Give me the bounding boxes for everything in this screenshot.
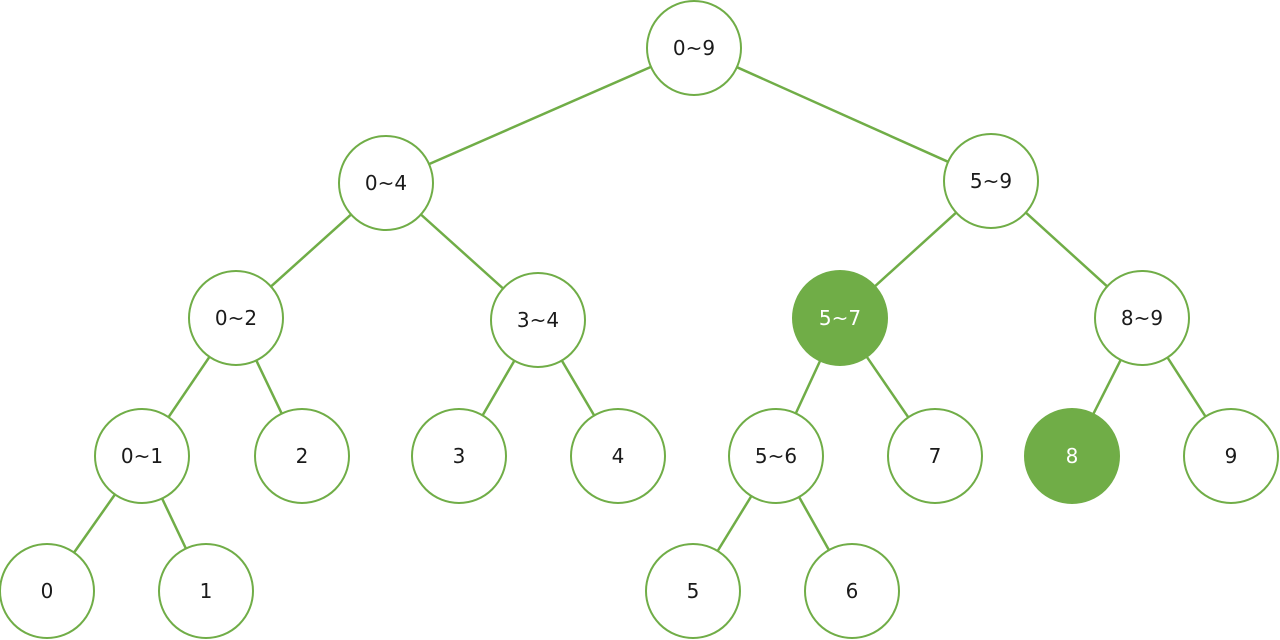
edge-0-2-to-2	[255, 359, 283, 415]
edge-3-4-to-4	[560, 359, 596, 417]
tree-node-5: 5	[645, 543, 741, 639]
node-circle	[887, 408, 983, 504]
node-label: 0~2	[215, 306, 257, 330]
node-label: 2	[296, 444, 309, 468]
node-circle	[792, 270, 888, 366]
tree-node-9: 9	[1183, 408, 1279, 504]
tree-node-8-9: 8~9	[1094, 270, 1190, 366]
tree-node-0-9: 0~9	[646, 0, 742, 96]
tree-node-7: 7	[887, 408, 983, 504]
node-circle	[158, 543, 254, 639]
node-circle	[943, 133, 1039, 229]
edge-5-6-to-6	[798, 496, 830, 551]
edge-0-9-to-5-9	[736, 66, 949, 163]
edge-0-9-to-0-4	[428, 65, 652, 166]
tree-node-0-4: 0~4	[338, 135, 434, 231]
node-label: 1	[200, 579, 213, 603]
edge-0-4-to-3-4	[420, 213, 504, 290]
node-label: 3	[453, 444, 466, 468]
tree-node-4: 4	[570, 408, 666, 504]
node-circle	[1024, 408, 1120, 504]
tree-node-1: 1	[158, 543, 254, 639]
tree-node-3-4: 3~4	[490, 272, 586, 368]
node-circle	[1094, 270, 1190, 366]
edge-5-7-to-7	[865, 355, 910, 419]
tree-node-0: 0	[0, 543, 95, 639]
node-circle	[490, 272, 586, 368]
node-label: 6	[846, 579, 859, 603]
tree-node-6: 6	[804, 543, 900, 639]
node-label: 5~6	[755, 444, 797, 468]
tree-node-5-9: 5~9	[943, 133, 1039, 229]
node-label: 5	[687, 579, 700, 603]
edge-8-9-to-8	[1092, 359, 1122, 415]
edge-5-9-to-5-7	[873, 211, 958, 288]
edge-0-4-to-0-2	[270, 213, 352, 288]
node-circle	[728, 408, 824, 504]
node-label: 8~9	[1121, 306, 1163, 330]
edge-5-7-to-5-6	[794, 360, 822, 414]
node-label: 5~9	[970, 169, 1012, 193]
node-circle	[570, 408, 666, 504]
tree-node-3: 3	[411, 408, 507, 504]
node-circle	[0, 543, 95, 639]
tree-node-0-2: 0~2	[188, 270, 284, 366]
node-circle	[804, 543, 900, 639]
edge-0-1-to-0	[72, 493, 117, 554]
tree-node-0-1: 0~1	[94, 408, 190, 504]
node-circle	[646, 0, 742, 96]
edge-0-1-to-1	[160, 497, 188, 550]
tree-node-5-6: 5~6	[728, 408, 824, 504]
tree-edges	[72, 65, 1207, 554]
node-circle	[338, 135, 434, 231]
node-label: 0~4	[365, 171, 407, 195]
tree-node-5-7: 5~7	[792, 270, 888, 366]
edge-3-4-to-3	[481, 359, 516, 417]
edge-8-9-to-9	[1166, 356, 1207, 418]
tree-node-8: 8	[1024, 408, 1120, 504]
node-label: 5~7	[819, 306, 861, 330]
node-label: 8	[1066, 444, 1079, 468]
node-circle	[645, 543, 741, 639]
edge-0-2-to-0-1	[167, 356, 211, 418]
node-circle	[188, 270, 284, 366]
node-circle	[94, 408, 190, 504]
node-label: 7	[929, 444, 942, 468]
edge-5-9-to-8-9	[1024, 211, 1109, 288]
node-label: 0~1	[121, 444, 163, 468]
node-circle	[254, 408, 350, 504]
node-circle	[411, 408, 507, 504]
tree-node-2: 2	[254, 408, 350, 504]
node-label: 3~4	[517, 308, 559, 332]
node-label: 0	[41, 579, 54, 603]
edge-5-6-to-5	[716, 495, 753, 552]
node-circle	[1183, 408, 1279, 504]
node-label: 0~9	[673, 36, 715, 60]
node-label: 9	[1225, 444, 1238, 468]
node-label: 4	[612, 444, 625, 468]
